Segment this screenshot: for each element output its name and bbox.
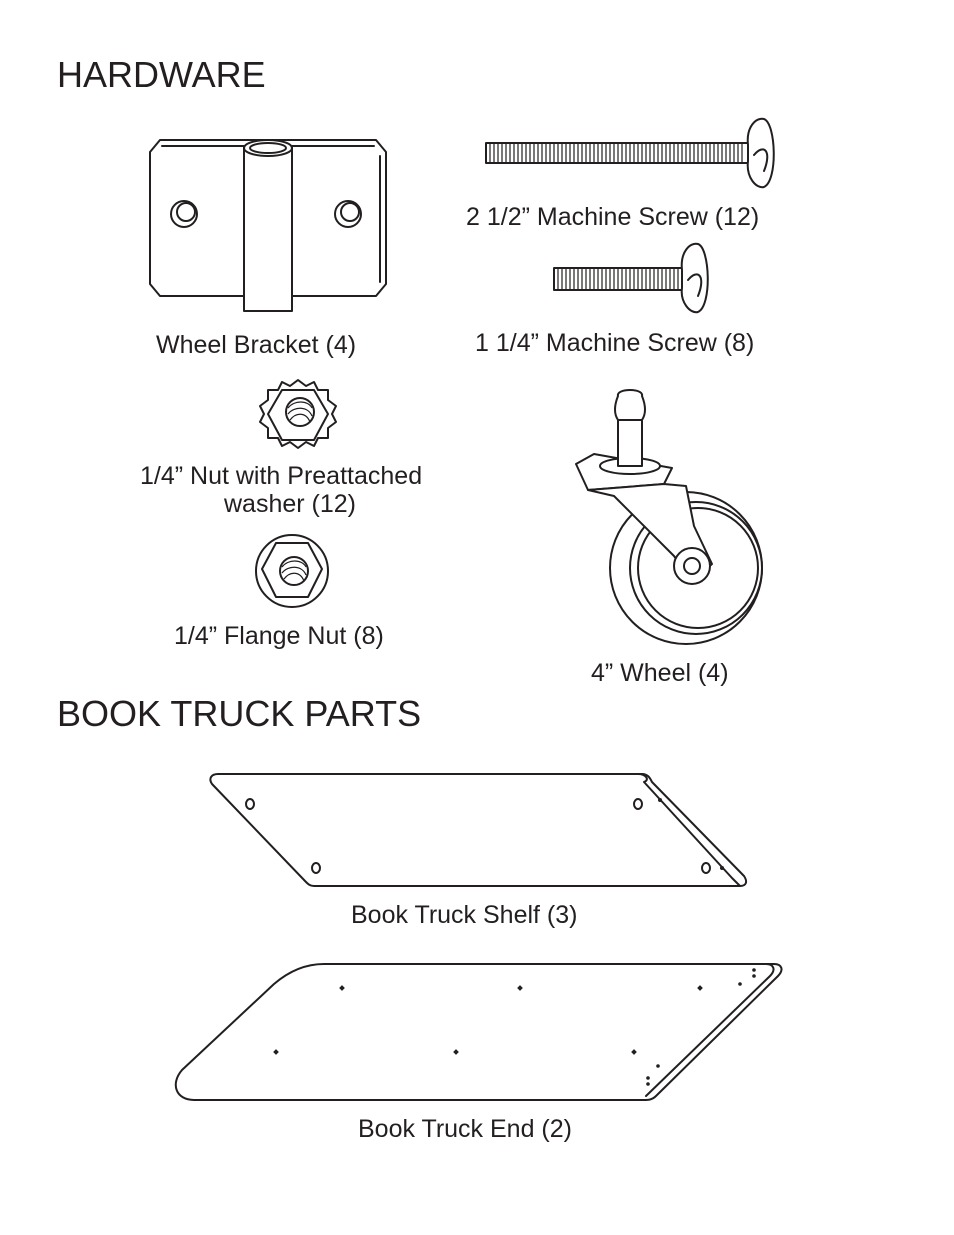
flange-nut-illustration xyxy=(255,534,329,608)
nut-with-washer-illustration xyxy=(259,379,337,449)
book-truck-end-label: Book Truck End (2) xyxy=(358,1115,572,1143)
short-machine-screw-illustration xyxy=(553,242,709,314)
hardware-heading: HARDWARE xyxy=(57,54,266,95)
nut-with-washer-label-line1: 1/4” Nut with Preattached xyxy=(140,462,423,490)
caster-wheel-label: 4” Wheel (4) xyxy=(591,659,729,687)
book-truck-parts-heading: BOOK TRUCK PARTS xyxy=(57,693,422,734)
book-truck-shelf-label: Book Truck Shelf (3) xyxy=(351,901,578,929)
wheel-bracket-label: Wheel Bracket (4) xyxy=(156,331,357,359)
book-truck-end-illustration xyxy=(174,963,783,1101)
long-machine-screw-label: 2 1/2” Machine Screw (12) xyxy=(466,203,760,231)
nut-with-washer-label-line2: washer (12) xyxy=(224,490,356,518)
flange-nut-label: 1/4” Flange Nut (8) xyxy=(174,622,384,650)
wheel-bracket-illustration xyxy=(149,139,387,312)
caster-wheel-illustration xyxy=(575,389,763,645)
long-machine-screw-illustration xyxy=(485,117,775,189)
book-truck-shelf-illustration xyxy=(209,773,748,887)
short-machine-screw-label: 1 1/4” Machine Screw (8) xyxy=(475,329,755,357)
